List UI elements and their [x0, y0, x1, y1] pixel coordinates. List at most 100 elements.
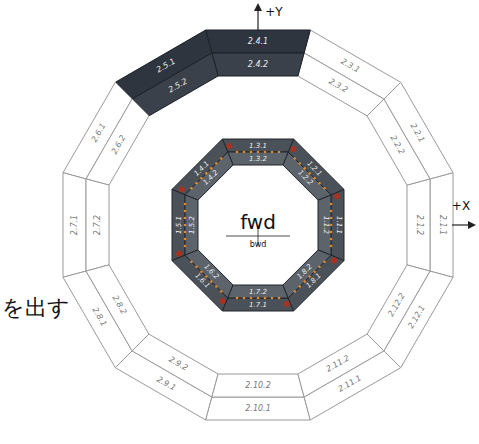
readout-dot: [298, 285, 301, 288]
axis-label: +Y: [265, 6, 282, 18]
readout-dot: [257, 297, 260, 300]
readout-dot: [205, 275, 208, 278]
outer-module-layer: [430, 173, 453, 278]
background-text: を出す: [2, 297, 70, 319]
y-axis-arrow: [257, 9, 258, 30]
inner-module-layer: [222, 298, 293, 311]
readout-dot: [200, 270, 203, 273]
inner-module-layer: [318, 195, 331, 255]
readout-dot: [308, 275, 311, 278]
readout-dot: [243, 151, 246, 154]
readout-dot: [236, 151, 239, 154]
module-corner: [291, 146, 297, 152]
inner-module-layer: [185, 250, 233, 298]
module-corner: [179, 187, 185, 193]
readout-dot: [184, 238, 187, 241]
readout-dot: [308, 172, 311, 175]
outer-module-layer: [298, 53, 384, 116]
direction-label: fwd: [240, 212, 276, 232]
inner-module-layer: [228, 285, 288, 298]
readout-dot: [184, 210, 187, 213]
module-number: 2.10.2: [245, 382, 270, 390]
module-number: 1.1.1: [334, 216, 341, 234]
outer-module-layer: [132, 53, 218, 116]
readout-dot: [210, 167, 213, 170]
module-number: 2.1.2: [415, 215, 423, 235]
module-number: 2.1.1: [438, 215, 446, 235]
x-axis-arrow: [452, 224, 470, 225]
module-number: 2.4.2: [248, 61, 268, 69]
outer-module-layer: [206, 397, 311, 420]
readout-dot: [323, 187, 326, 190]
readout-dot: [318, 182, 321, 185]
inner-module-layer: [185, 152, 233, 200]
readout-dot: [294, 157, 297, 160]
outer-module-layer: [298, 334, 384, 397]
readout-dot: [264, 151, 267, 154]
readout-dot: [220, 290, 223, 293]
module-corner: [284, 301, 290, 307]
readout-dot: [330, 238, 333, 241]
readout-dot: [200, 177, 203, 180]
readout-dot: [318, 265, 321, 268]
module-corner: [226, 143, 232, 149]
inner-module-layer: [172, 189, 185, 260]
readout-dot: [190, 187, 193, 190]
readout-dot: [264, 297, 267, 300]
module-number: 2.4.1: [248, 38, 268, 46]
module-corner: [331, 258, 337, 264]
inner-module-layer: [331, 189, 344, 260]
inner-module-layer: [222, 139, 293, 152]
module-number: 1.7.2: [249, 288, 267, 295]
outer-module-layer: [212, 53, 304, 76]
module-corner: [220, 298, 226, 304]
direction-label: bwd: [250, 241, 267, 249]
outer-module-layer: [63, 173, 86, 278]
inner-module-layer: [283, 250, 331, 298]
readout-dot: [313, 177, 316, 180]
outer-module-layer: [86, 265, 149, 351]
readout-dot: [210, 280, 213, 283]
outer-module-layer: [212, 374, 304, 397]
readout-dot: [298, 162, 301, 165]
readout-dot: [330, 217, 333, 220]
readout-dot: [303, 167, 306, 170]
outer-module-layer: [132, 334, 218, 397]
module-number: 2.7.2: [94, 215, 102, 235]
axis-label: +X: [452, 200, 470, 212]
readout-dot: [330, 203, 333, 206]
outer-module-layer: [367, 99, 430, 185]
readout-dot: [236, 297, 239, 300]
module-number: 1.3.2: [249, 155, 267, 162]
readout-dot: [330, 210, 333, 213]
inner-module-layer: [283, 152, 331, 200]
module-corner: [176, 251, 182, 257]
module-number: 2.7.1: [71, 215, 79, 235]
module-number: 1.3.1: [249, 142, 267, 149]
outer-module-layer: [367, 265, 430, 351]
readout-dot: [184, 245, 187, 248]
readout-dot: [184, 231, 187, 234]
readout-dot: [278, 297, 281, 300]
outer-module-layer: [86, 99, 149, 185]
readout-dot: [184, 217, 187, 220]
readout-dot: [190, 261, 193, 264]
readout-dot: [205, 172, 208, 175]
outer-ring: [63, 30, 453, 420]
module-number: 2.10.1: [245, 405, 270, 413]
arrow-head: [468, 221, 476, 229]
readout-dot: [323, 261, 326, 264]
outer-module-layer: [206, 30, 311, 53]
module-corner: [334, 193, 340, 199]
outer-module-layer: [407, 179, 430, 271]
outer-module-layer: [86, 179, 109, 271]
readout-dot: [220, 157, 223, 160]
readout-dot: [257, 151, 260, 154]
readout-dot: [243, 297, 246, 300]
module-number: 1.7.1: [249, 301, 267, 308]
arrow-head: [254, 3, 262, 11]
module-number: 1.5.1: [175, 216, 182, 234]
readout-dot: [184, 203, 187, 206]
axes: [226, 3, 476, 246]
